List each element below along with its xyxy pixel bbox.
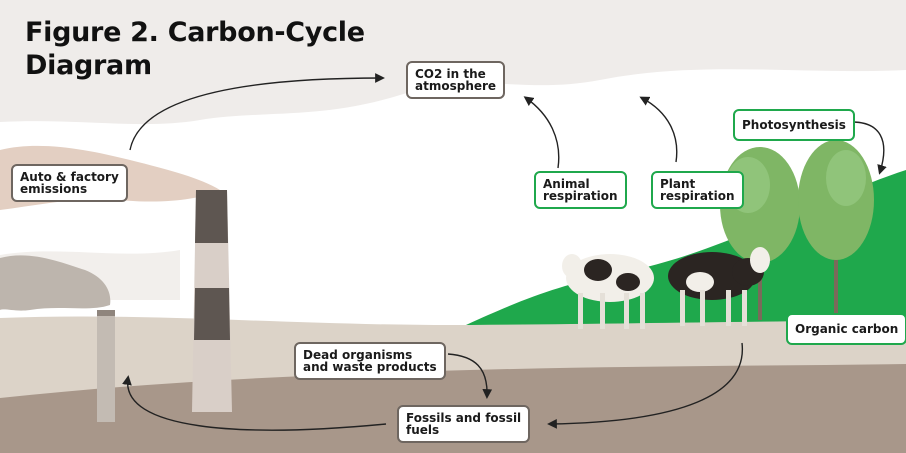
node-co2-atmosphere: CO2 in the atmosphere bbox=[406, 61, 506, 99]
node-auto-factory-line-2: emissions bbox=[20, 182, 88, 196]
node-fossil-fuels-line-2: fuels bbox=[406, 423, 440, 437]
figure-title-line-2: Diagram bbox=[25, 50, 152, 81]
node-dead-organisms: Dead organisms and waste products bbox=[294, 342, 446, 380]
node-fossil-fuels-line-1: Fossils and fossil bbox=[406, 411, 522, 425]
node-plant-respiration-line-1: Plant bbox=[660, 177, 696, 191]
node-animal-respiration-line-2: respiration bbox=[543, 189, 618, 203]
node-auto-factory-emissions: Auto & factory emissions bbox=[11, 164, 128, 202]
node-animal-respiration-line-1: Animal bbox=[543, 177, 590, 191]
node-plant-respiration-line-2: respiration bbox=[660, 189, 735, 203]
smoke-plume-lower bbox=[0, 255, 111, 311]
figure-title: Figure 2. Carbon-Cycle Diagram bbox=[25, 16, 365, 82]
node-photosynthesis-label: Photosynthesis bbox=[742, 118, 846, 132]
node-dead-organisms-line-2: and waste products bbox=[303, 360, 437, 374]
node-dead-organisms-line-1: Dead organisms bbox=[303, 348, 413, 362]
arrow-photosynthesis-to-plants bbox=[851, 121, 887, 175]
cow-left bbox=[562, 254, 654, 329]
arrow-animal-respiration-to-atmosphere bbox=[523, 96, 560, 169]
node-organic-carbon: Organic carbon bbox=[786, 313, 906, 345]
node-organic-carbon-label: Organic carbon bbox=[795, 322, 899, 336]
smokestack-right bbox=[192, 190, 232, 412]
tree-right bbox=[798, 140, 874, 320]
node-plant-respiration: Plant respiration bbox=[651, 171, 744, 209]
node-animal-respiration: Animal respiration bbox=[534, 171, 627, 209]
arrow-plant-respiration-to-atmosphere bbox=[639, 96, 678, 163]
arrow-dead-organisms-to-fossils bbox=[447, 353, 493, 399]
arrow-emissions-to-atmosphere bbox=[129, 73, 385, 151]
arrow-fossils-to-factory bbox=[122, 375, 387, 431]
node-photosynthesis: Photosynthesis bbox=[733, 109, 855, 141]
smokestack-left bbox=[97, 310, 115, 422]
node-auto-factory-line-1: Auto & factory bbox=[20, 170, 119, 184]
node-co2-atmosphere-line-1: CO2 in the bbox=[415, 67, 486, 81]
cow-right bbox=[668, 247, 770, 326]
node-co2-atmosphere-line-2: atmosphere bbox=[415, 79, 497, 93]
figure-title-line-1: Figure 2. Carbon-Cycle bbox=[25, 17, 365, 48]
arrow-organic-carbon-to-fossils bbox=[547, 342, 743, 429]
node-fossil-fuels: Fossils and fossil fuels bbox=[397, 405, 531, 443]
